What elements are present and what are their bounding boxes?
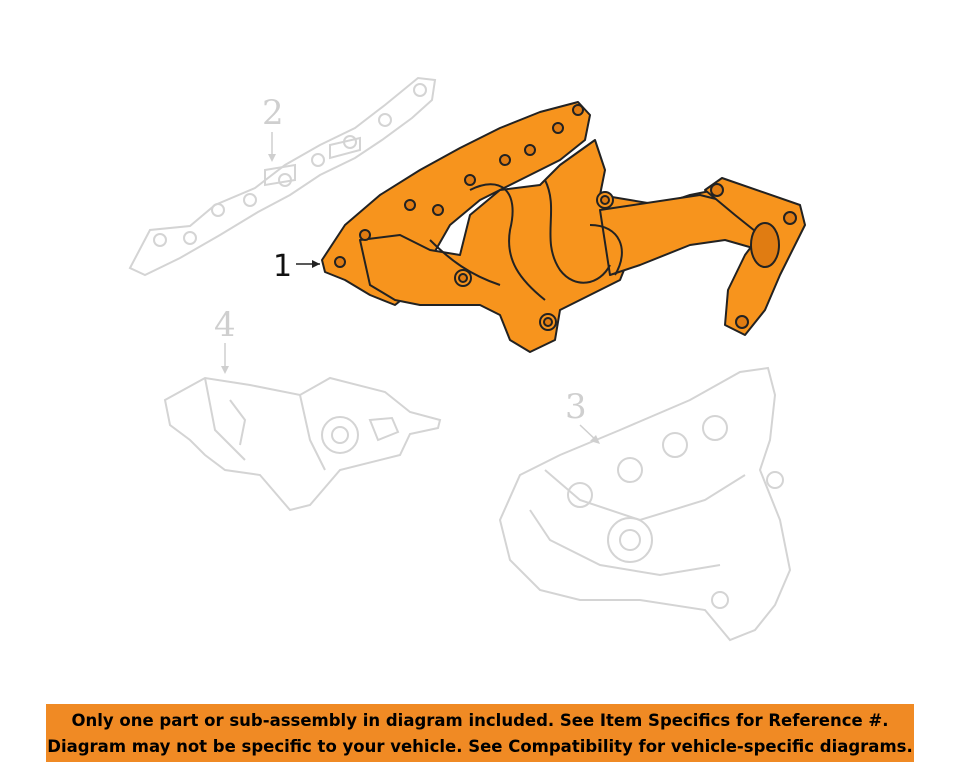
callout-3: 3 <box>565 387 587 427</box>
disclaimer-line-1: Only one part or sub-assembly in diagram… <box>71 711 889 730</box>
parts-diagram: 1 2 4 3 <box>128 76 806 642</box>
disclaimer-banner: Only one part or sub-assembly in diagram… <box>46 704 914 762</box>
disclaimer-line-2: Diagram may not be specific to your vehi… <box>47 737 913 756</box>
part-4-heat-shield <box>163 376 442 512</box>
part-3-heat-shield <box>498 366 792 642</box>
callout-2: 2 <box>262 93 284 133</box>
part-2-gasket <box>128 76 437 277</box>
callout-4: 4 <box>214 305 236 345</box>
callout-1: 1 <box>273 249 292 284</box>
part-1-exhaust-manifold <box>321 101 806 353</box>
callout-arrows <box>221 132 600 444</box>
